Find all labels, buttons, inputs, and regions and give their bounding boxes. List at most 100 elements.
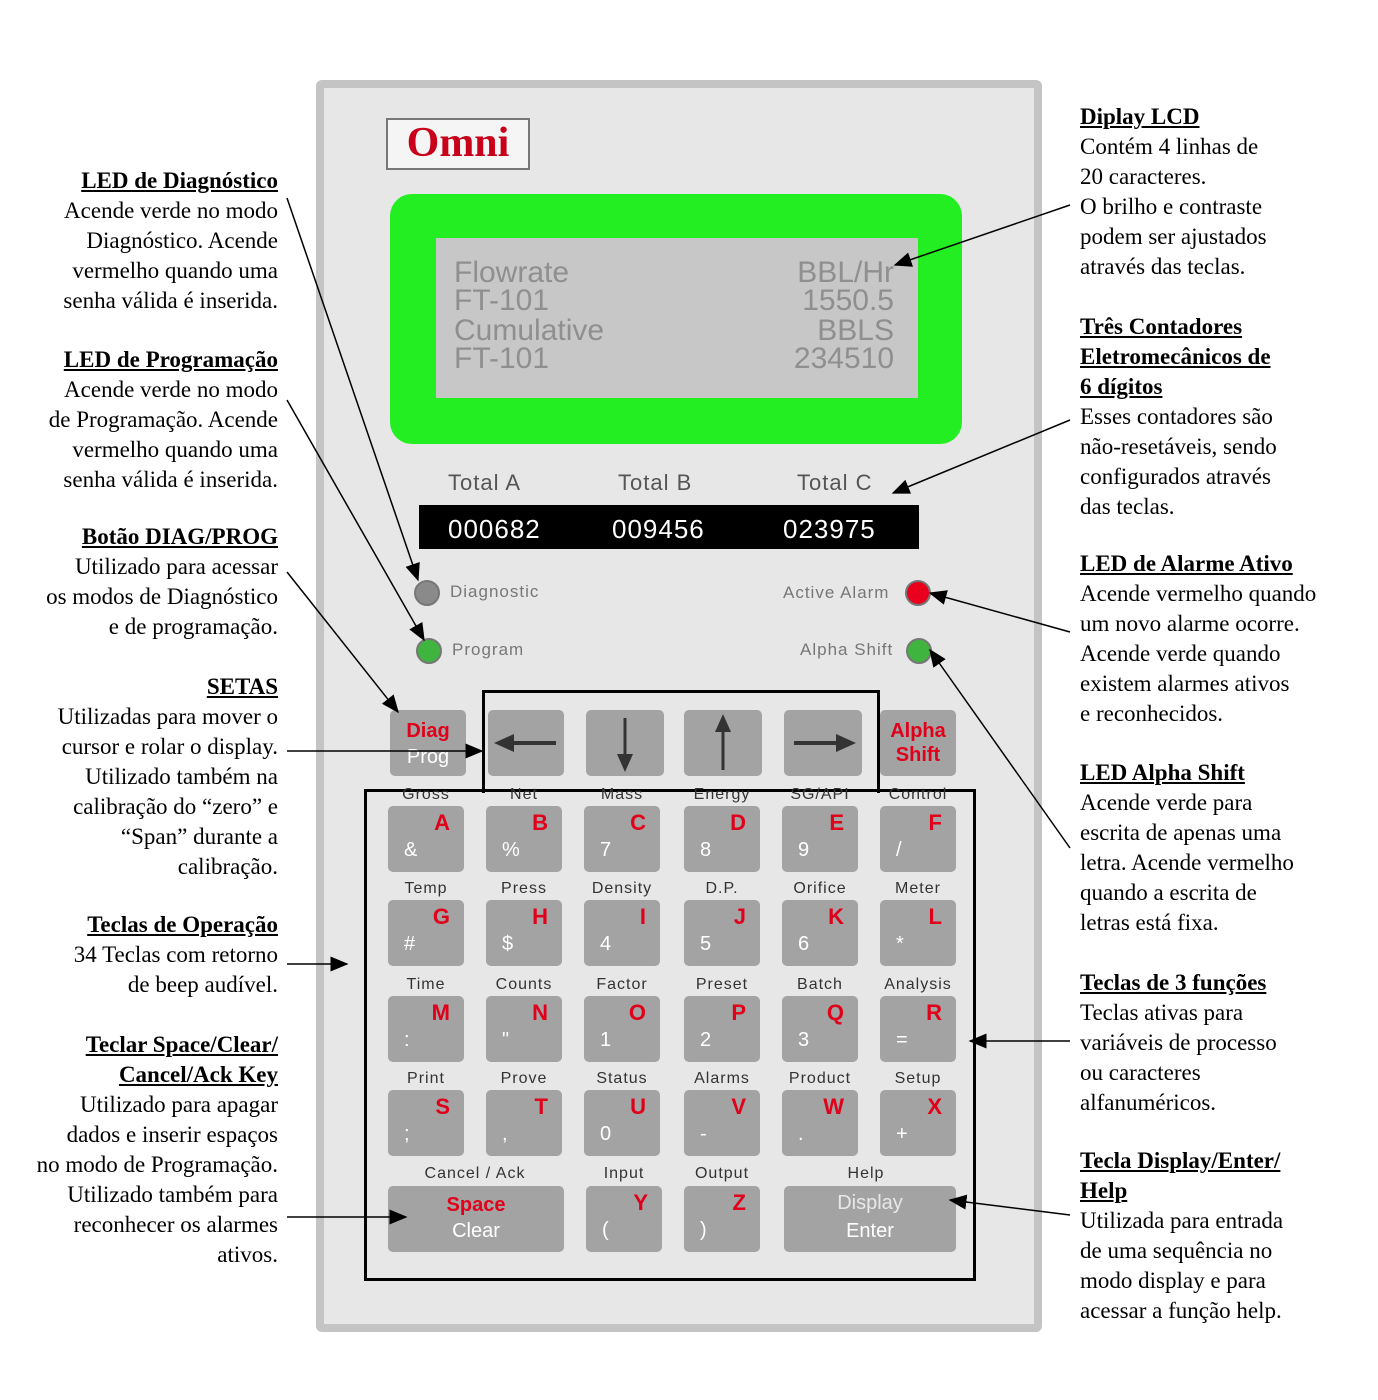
arrow-right-key[interactable] (784, 710, 862, 776)
lcd-row-left: FT-101 (454, 342, 550, 375)
annotation-line: Acende verde para (1080, 790, 1253, 815)
lcd-row-left: Cumulative (454, 314, 605, 347)
annotation-line: reconhecer os alarmes (73, 1212, 278, 1237)
enter-key-label: Enter (846, 1220, 894, 1242)
key-function-label: Temp (404, 880, 448, 897)
lcd-row-right: 1550.5 (802, 284, 894, 317)
key-letter: Q (826, 1000, 844, 1025)
annotation-line: cursor e rolar o display. (61, 734, 278, 759)
annotation-teclas-operacao: Teclas de Operação 34 Teclas com retorno… (74, 910, 278, 1000)
key-r[interactable]: R= (880, 996, 956, 1062)
key-y[interactable]: Y ( (586, 1186, 662, 1252)
arrow-down-key[interactable] (586, 710, 664, 776)
program-led (416, 638, 442, 664)
active-alarm-led-label: Active Alarm (783, 583, 890, 602)
key-x[interactable]: X+ (880, 1090, 956, 1156)
key-t[interactable]: T, (486, 1090, 562, 1156)
annotation-led-diagnostico: LED de Diagnóstico Acende verde no modo … (63, 166, 278, 316)
key-letter: Y (633, 1190, 648, 1215)
annotation-line: 34 Teclas com retorno (73, 942, 278, 967)
key-v[interactable]: V- (684, 1090, 760, 1156)
arrow-left-key[interactable] (488, 710, 564, 776)
key-s[interactable]: S; (388, 1090, 464, 1156)
diagnostic-led (414, 580, 440, 606)
annotation-line: no modo de Programação. (36, 1152, 278, 1177)
key-symbol: , (502, 1123, 508, 1145)
key-symbol: ( (602, 1219, 609, 1241)
alpha-shift-key[interactable]: Alpha Shift (880, 710, 956, 776)
annotation-line: das teclas. (1080, 494, 1175, 519)
key-function-label: Control (888, 786, 948, 803)
key-n[interactable]: N" (486, 996, 562, 1062)
key-b[interactable]: B% (486, 806, 562, 872)
callout-arrow (286, 399, 425, 642)
annotation-line: de beep audível. (127, 972, 278, 997)
totalizer-bar (419, 505, 919, 549)
annotation-line: quando a escrita de (1080, 880, 1257, 905)
annotation-space-clear: Teclar Space/Clear/ Cancel/Ack Key Utili… (37, 1030, 278, 1270)
total-c-label: Total C (797, 470, 873, 495)
lcd-row-left: FT-101 (454, 284, 550, 317)
key-function-label: Batch (797, 976, 843, 993)
key-l[interactable]: L* (880, 900, 956, 966)
annotation-line: os modos de Diagnóstico (46, 584, 278, 609)
annotation-line: Utilizado também para (67, 1182, 278, 1207)
annotation-line: acessar a função help. (1080, 1298, 1282, 1323)
key-function-label: Meter (895, 880, 941, 897)
annotation-line: e reconhecidos. (1080, 701, 1224, 726)
callout-arrow (891, 419, 1071, 494)
arrow-up-icon (715, 714, 731, 770)
annotation-line: existem alarmes ativos (1080, 671, 1290, 696)
callout-arrow (893, 204, 1071, 267)
arrow-up-key[interactable] (684, 710, 762, 776)
key-function-label: Factor (596, 976, 648, 993)
annotation-title: Cancel/Ack Key (118, 1062, 278, 1087)
lcd-row-right: BBL/Hr (797, 256, 894, 289)
key-symbol: 2 (700, 1029, 712, 1051)
annotation-line: “Span” durante a (120, 824, 278, 849)
key-z[interactable]: Z ) (684, 1186, 760, 1252)
space-clear-key[interactable]: Space Clear (388, 1186, 564, 1252)
key-a[interactable]: A& (388, 806, 464, 872)
key-symbol: ) (700, 1219, 707, 1241)
annotation-line: ativos. (217, 1242, 278, 1267)
key-letter: E (829, 810, 844, 835)
key-g[interactable]: G# (388, 900, 464, 966)
key-symbol: 0 (600, 1123, 612, 1145)
callout-arrow (929, 648, 1071, 849)
space-key-label: Space (446, 1194, 506, 1216)
annotation-title: Teclas de Operação (87, 912, 278, 937)
key-f[interactable]: F/ (880, 806, 956, 872)
annotation-title: Help (1080, 1178, 1128, 1203)
annotation-title: LED de Alarme Ativo (1080, 551, 1293, 576)
key-letter: W (823, 1094, 844, 1119)
annotation-line: alfanuméricos. (1080, 1090, 1217, 1115)
annotation-line: Contém 4 linhas de (1080, 134, 1259, 159)
annotation-contadores: Três Contadores Eletromecânicos de 6 díg… (1080, 312, 1277, 522)
key-function-label: SG/API (790, 786, 850, 803)
display-enter-key[interactable]: Display Enter (784, 1186, 956, 1252)
key-symbol: 3 (798, 1029, 810, 1051)
key-function-label: Setup (894, 1070, 942, 1087)
key-m[interactable]: M: (388, 996, 464, 1062)
key-letter: K (828, 904, 844, 929)
callout-arrow (928, 590, 1071, 633)
key-h[interactable]: H$ (486, 900, 562, 966)
key-function-label: Mass (600, 786, 644, 803)
key-letter: F (928, 810, 942, 835)
lcd-row-left: Flowrate (454, 256, 570, 289)
annotation-line: de uma sequência no (1080, 1238, 1273, 1263)
annotation-line: calibração. (177, 854, 278, 879)
key-w[interactable]: W. (782, 1090, 858, 1156)
